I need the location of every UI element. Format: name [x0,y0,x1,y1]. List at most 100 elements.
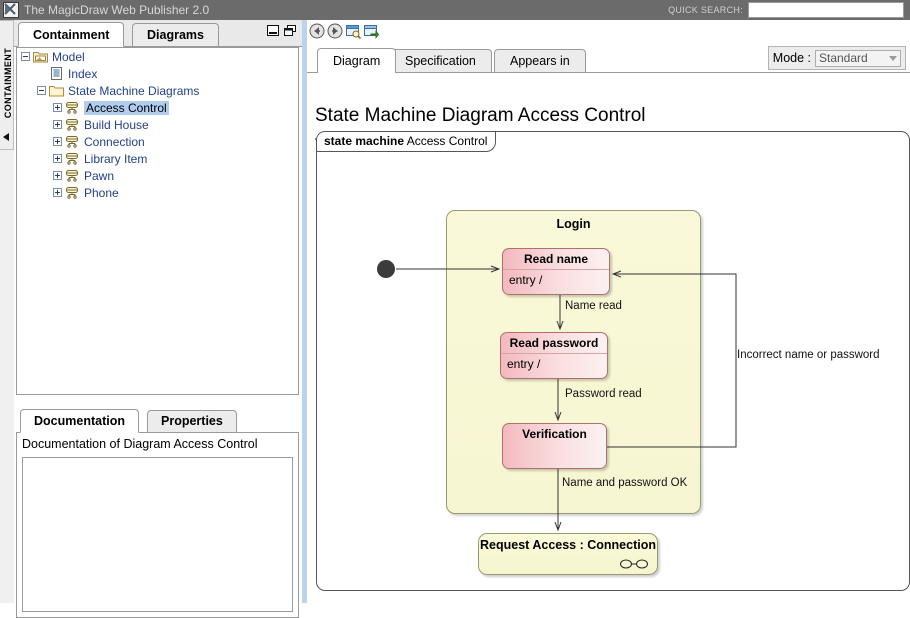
transition-label-name-read: Name read [565,300,622,312]
open-in-new-window-icon[interactable] [363,23,379,39]
quick-search-input[interactable] [748,2,904,18]
tree-item-pawn[interactable]: Pawn [17,167,298,184]
state-verification-title: Verification [503,424,606,444]
state-machine-icon [65,101,80,114]
folder-icon [49,84,64,97]
quick-search-label: QUICK SEARCH: [668,5,743,15]
frame-kind: state machine [324,134,404,148]
expand-icon[interactable] [53,154,62,163]
magicdraw-logo-icon [3,2,19,18]
index-document-icon [49,67,64,80]
expand-icon[interactable] [53,171,62,180]
left-vertical-strip: CONTAINMENT [0,20,15,603]
tab-properties-label: Properties [161,414,223,428]
state-read-password[interactable]: Read password entry / [500,332,608,379]
navigation-toolbar [309,23,379,39]
state-read-name[interactable]: Read name entry / [502,248,610,295]
collapse-icon[interactable] [37,86,46,95]
transition-label-ok: Name and password OK [562,477,687,489]
documentation-tabs: Documentation Properties [16,408,299,433]
composite-state-title: Login [447,211,700,231]
tree-item-phone[interactable]: Phone [17,184,298,201]
submachine-state-title: Request Access : Connection [479,534,657,552]
tab-diagrams-label: Diagrams [147,28,204,42]
model-folder-icon [33,50,48,63]
state-machine-icon [65,135,80,148]
mode-value: Standard [819,51,868,65]
tab-appears-in[interactable]: Appears in [494,49,586,73]
transition-label-incorrect: Incorrect name or password [737,349,880,361]
documentation-text-area[interactable] [22,457,293,612]
panel-buttons [267,25,296,36]
tab-specification-label: Specification [405,54,476,68]
tree-item-access-control[interactable]: Access Control [17,99,298,116]
frame-name: Access Control [407,134,488,148]
vertical-tab-label: CONTAINMENT [3,24,13,142]
containment-tree[interactable]: ModelIndexState Machine DiagramsAccess C… [16,47,299,395]
tree-item-label: Connection [84,135,145,149]
state-machine-icon [65,186,80,199]
forward-icon[interactable] [327,23,343,39]
mode-control: Mode : Standard [768,46,906,70]
vertical-tab-containment[interactable]: CONTAINMENT [0,20,14,150]
initial-state-icon[interactable] [377,260,395,278]
frame-label: state machine Access Control [317,132,496,152]
tab-diagram[interactable]: Diagram [317,48,396,73]
window-title: The MagicDraw Web Publisher 2.0 [24,3,209,17]
diagram-canvas[interactable]: state machine Access Control Login Read … [316,131,910,591]
submachine-state-icon [619,558,649,570]
tree-item-label: State Machine Diagrams [68,84,199,98]
state-machine-icon [65,118,80,131]
application-window: The MagicDraw Web Publisher 2.0 QUICK SE… [0,0,910,603]
show-in-window-icon[interactable] [345,23,361,39]
tree-item-state-machine-diagrams[interactable]: State Machine Diagrams [17,82,298,99]
tree-item-build-house[interactable]: Build House [17,116,298,133]
tree-item-library-item[interactable]: Library Item [17,150,298,167]
tree-item-label: Library Item [84,152,147,166]
state-machine-icon [65,152,80,165]
collapse-icon[interactable] [21,52,30,61]
page-title: State Machine Diagram Access Control [315,105,646,127]
submachine-state-request-access[interactable]: Request Access : Connection [478,533,658,575]
tab-diagram-label: Diagram [333,54,380,68]
title-bar: The MagicDraw Web Publisher 2.0 QUICK SE… [0,0,910,20]
cascade-windows-icon[interactable] [284,25,296,36]
tree-item-label: Model [52,50,85,64]
state-read-name-title: Read name [503,249,609,270]
state-read-password-body: entry / [501,354,607,374]
transition-label-password-read: Password read [565,388,642,400]
left-panel: Containment Diagrams [14,20,302,603]
expand-icon[interactable] [53,188,62,197]
minimize-panel-icon[interactable] [267,25,279,36]
mode-select[interactable]: Standard [815,50,901,67]
documentation-panel: Documentation Properties Documentation o… [16,408,299,618]
tree-item-label: Access Control [84,101,169,115]
state-machine-icon [65,169,80,182]
quick-search: QUICK SEARCH: [668,2,904,18]
expand-icon[interactable] [53,137,62,146]
documentation-body: Documentation of Diagram Access Control [16,432,299,618]
triangle-left-icon[interactable] [3,133,9,141]
tree-item-label: Phone [84,186,119,200]
tab-specification[interactable]: Specification [389,49,492,73]
tree-item-index[interactable]: Index [17,65,298,82]
tree-item-connection[interactable]: Connection [17,133,298,150]
tab-containment[interactable]: Containment [18,22,124,47]
tab-containment-label: Containment [33,28,109,42]
chevron-down-icon [889,56,897,61]
tree-item-label: Pawn [84,169,114,183]
tab-documentation-label: Documentation [34,414,125,428]
tab-documentation[interactable]: Documentation [20,409,139,433]
state-verification[interactable]: Verification [502,423,607,469]
tab-appears-in-label: Appears in [510,54,570,68]
tree-item-model[interactable]: Model [17,48,298,65]
tree-item-label: Build House [84,118,149,132]
documentation-header: Documentation of Diagram Access Control [17,433,298,456]
left-panel-tabs: Containment Diagrams [14,20,302,47]
tab-diagrams[interactable]: Diagrams [132,23,219,46]
tree-item-label: Index [68,67,97,81]
tab-properties[interactable]: Properties [147,410,237,432]
back-icon[interactable] [309,23,325,39]
expand-icon[interactable] [53,120,62,129]
expand-icon[interactable] [53,103,62,112]
